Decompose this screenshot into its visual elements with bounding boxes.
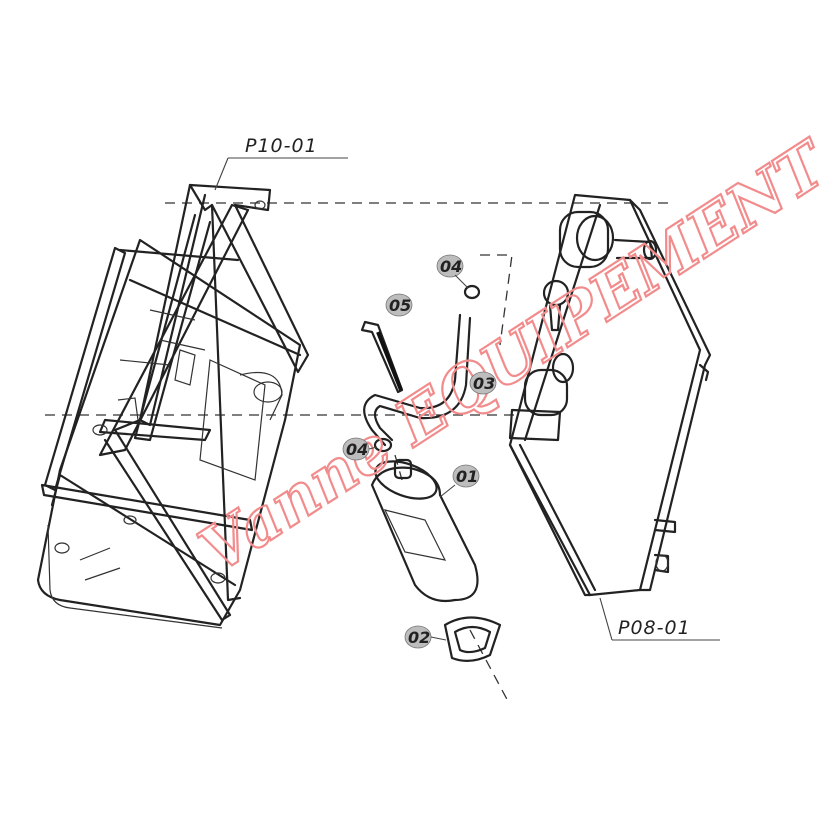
watermark: Vanne EQUIPEMENT xyxy=(185,125,825,588)
cable-tie xyxy=(360,320,404,394)
radiator-assembly xyxy=(508,193,712,597)
svg-text:02: 02 xyxy=(408,628,430,647)
part-label-04-top: 04 xyxy=(436,254,469,289)
svg-text:04: 04 xyxy=(346,440,368,459)
coolant-hose xyxy=(363,313,472,447)
svg-text:P10-01: P10-01 xyxy=(245,135,318,157)
svg-text:03: 03 xyxy=(473,374,495,393)
svg-text:Vanne EQUIPEMENT: Vanne EQUIPEMENT xyxy=(187,126,825,587)
svg-text:01: 01 xyxy=(456,467,478,486)
hose-clamp-bottom xyxy=(373,437,393,453)
svg-text:05: 05 xyxy=(389,296,411,315)
svg-text:04: 04 xyxy=(440,257,462,276)
assembly-label-frame: P10-01 xyxy=(214,135,348,191)
part-label-04-bottom: 04 xyxy=(342,437,378,461)
part-label-03: 03 xyxy=(469,371,497,395)
frame-assembly xyxy=(36,183,310,629)
mounting-bracket xyxy=(443,616,502,662)
assembly-label-radiator: P08-01 xyxy=(599,597,720,641)
part-label-01: 01 xyxy=(439,464,480,498)
svg-text:P08-01: P08-01 xyxy=(618,617,691,639)
reservoir-bottle xyxy=(370,458,479,603)
part-label-02: 02 xyxy=(404,625,447,649)
hose-clamp-top xyxy=(463,284,481,300)
part-label-05: 05 xyxy=(385,293,413,317)
